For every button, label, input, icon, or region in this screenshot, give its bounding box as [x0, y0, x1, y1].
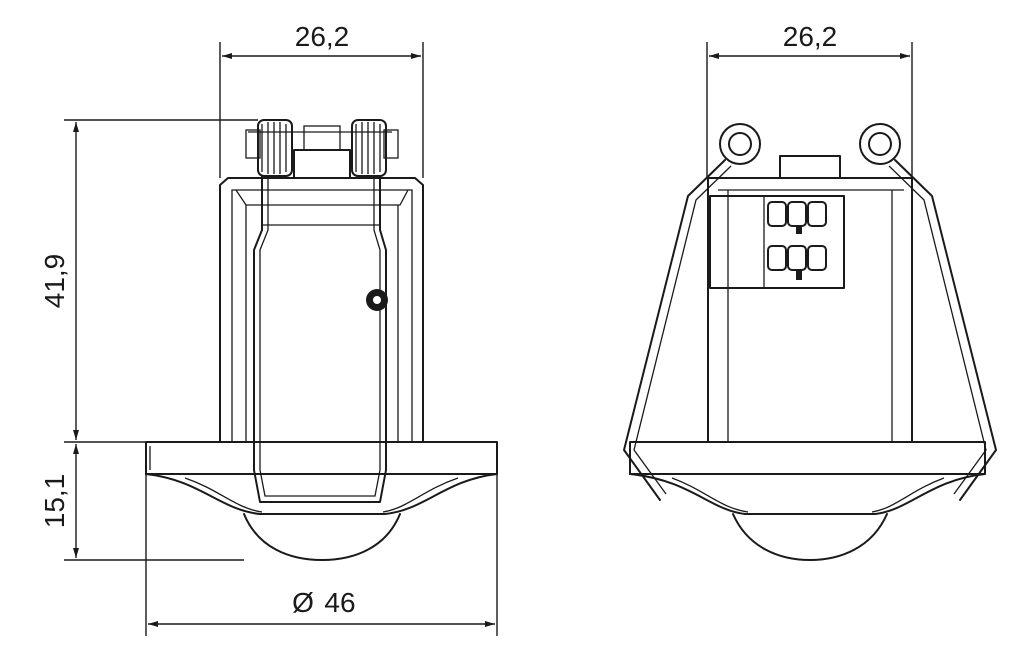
front-view-lens: [732, 513, 888, 561]
dim-right-width: 26,2: [706, 21, 913, 178]
side-view-spring-wire: [253, 175, 387, 503]
dim-left-width-label: 26,2: [295, 21, 350, 52]
side-view: [145, 119, 498, 561]
terminal-row-top: [767, 201, 827, 234]
front-view-flange: [629, 441, 986, 515]
terminal-row-bottom: [767, 245, 827, 280]
dim-left-width: 26,2: [219, 21, 424, 178]
dim-body-height-label: 41,9: [39, 254, 70, 309]
front-view-spring-left: [719, 123, 761, 165]
side-view-spring-right: [351, 119, 387, 177]
side-view-spring-left: [257, 119, 293, 177]
dim-diameter-symbol: Ø: [292, 587, 314, 618]
dim-diameter-label: 46: [324, 587, 355, 618]
dim-body-height: 41,9: [39, 119, 258, 443]
front-view-spring-arms: [623, 159, 997, 501]
dim-diameter: Ø 46: [145, 474, 498, 636]
front-view-spring-right: [859, 123, 901, 165]
side-view-lens: [243, 513, 401, 561]
front-view: [623, 123, 997, 561]
dim-flange-height-label: 15,1: [39, 474, 70, 529]
dim-right-width-label: 26,2: [783, 21, 838, 52]
front-view-terminal-block: [709, 195, 845, 289]
dim-flange-height: 15,1: [39, 444, 244, 561]
front-view-housing: [707, 155, 913, 443]
side-view-housing: [219, 177, 424, 443]
side-view-connector: [245, 125, 399, 179]
side-view-flange: [145, 441, 498, 515]
side-view-knob: [366, 289, 388, 311]
